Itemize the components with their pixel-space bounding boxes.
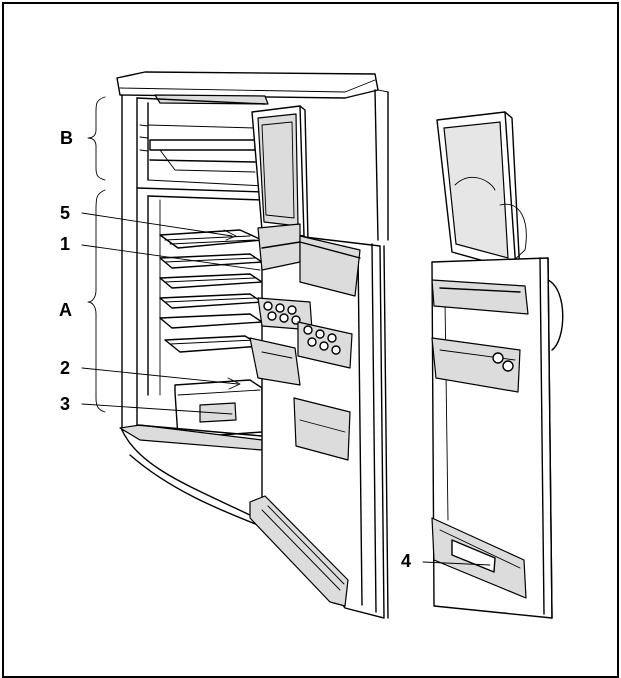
label-1: 1 xyxy=(60,234,70,254)
detached-door xyxy=(431,111,564,619)
label-a: A xyxy=(59,300,72,320)
shelves xyxy=(159,229,263,353)
crisper-drawer xyxy=(174,379,263,439)
label-2: 2 xyxy=(60,358,70,378)
freezer-door xyxy=(251,105,309,241)
label-3: 3 xyxy=(60,394,70,414)
compartment-brackets xyxy=(87,96,106,413)
leader-lines xyxy=(81,212,491,566)
label-4: 4 xyxy=(401,551,411,571)
label-5: 5 xyxy=(60,203,70,223)
label-b: B xyxy=(60,128,73,148)
main-door xyxy=(249,223,389,619)
fridge-body xyxy=(116,71,389,526)
egg-trays xyxy=(257,297,353,369)
